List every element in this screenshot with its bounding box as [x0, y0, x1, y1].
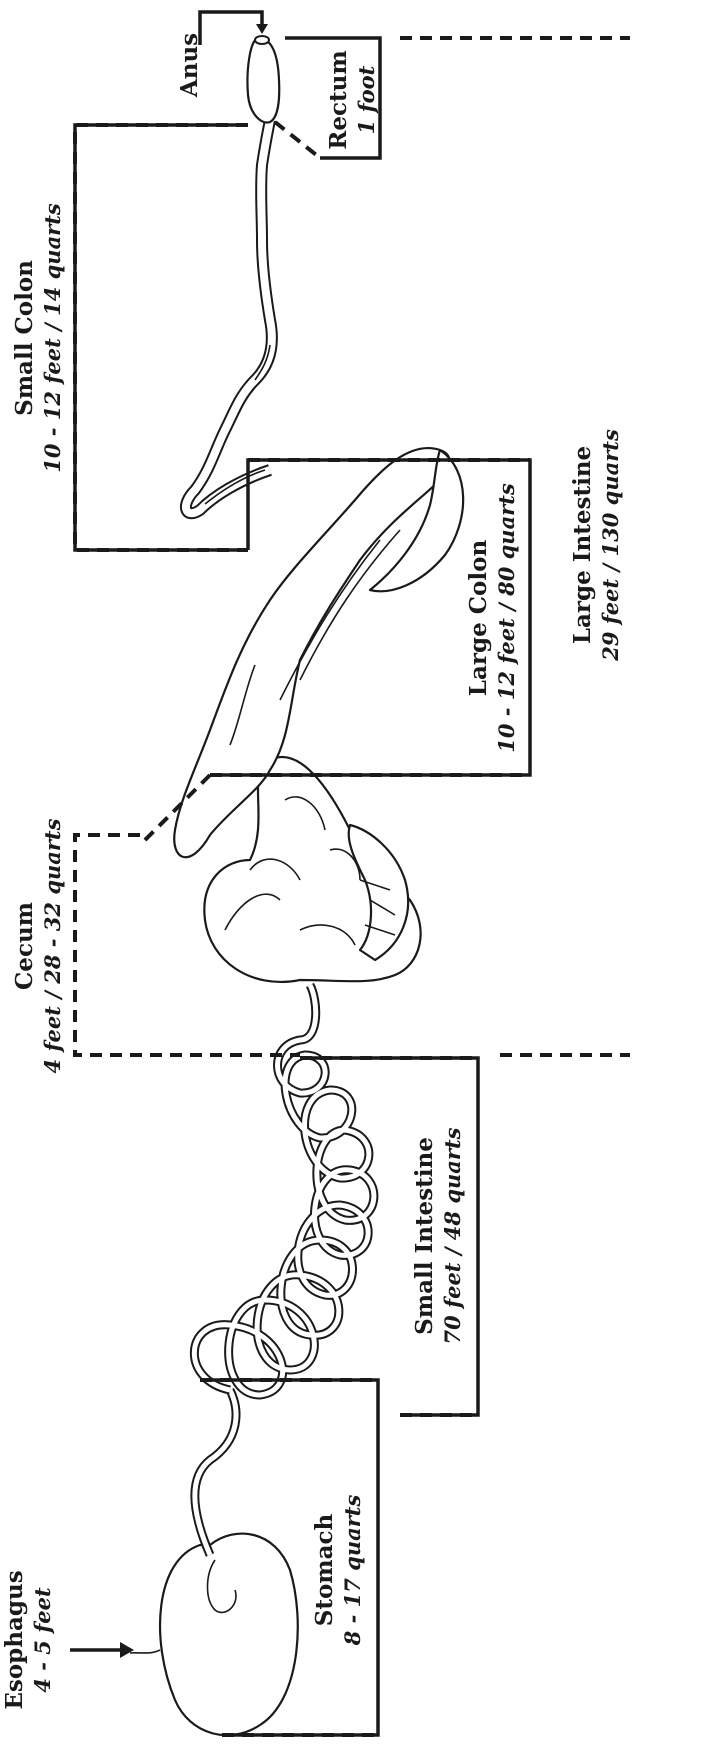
small-intestine-label: Small Intestine	[411, 1137, 438, 1335]
stomach-drawing	[160, 1534, 298, 1736]
small-colon-measure: 10 - 12 feet / 14 quarts	[40, 203, 65, 473]
large-colon-measure: 10 - 12 feet / 80 quarts	[494, 483, 519, 753]
large-intestine-label: Large Intestine	[569, 446, 596, 644]
large-colon-label: Large Colon	[465, 540, 492, 697]
stomach-label: Stomach	[311, 1513, 338, 1626]
small-colon-label: Small Colon	[11, 260, 38, 416]
small-intestine-drawing	[194, 985, 374, 1395]
cecum-label: Cecum	[11, 902, 38, 990]
anus-arrow	[200, 12, 262, 45]
rectum-label: Rectum	[325, 50, 352, 149]
large-intestine-measure: 29 feet / 130 quarts	[598, 429, 623, 662]
esophagus-measure: 4 - 5 feet	[30, 1587, 55, 1693]
small-colon-drawing	[186, 120, 272, 513]
rectum-measure: 1 foot	[354, 65, 379, 134]
anus-label: Anus	[176, 33, 203, 98]
cecum-measure: 4 feet / 28 - 32 quarts	[40, 818, 65, 1073]
stomach-measure: 8 - 17 quarts	[340, 1495, 365, 1647]
rectum-drawing	[247, 38, 279, 123]
esophagus-label: Esophagus	[1, 1570, 28, 1709]
small-intestine-measure: 70 feet / 48 quarts	[440, 1127, 465, 1344]
organ-drawings	[130, 36, 463, 1735]
anus-opening	[255, 36, 269, 44]
